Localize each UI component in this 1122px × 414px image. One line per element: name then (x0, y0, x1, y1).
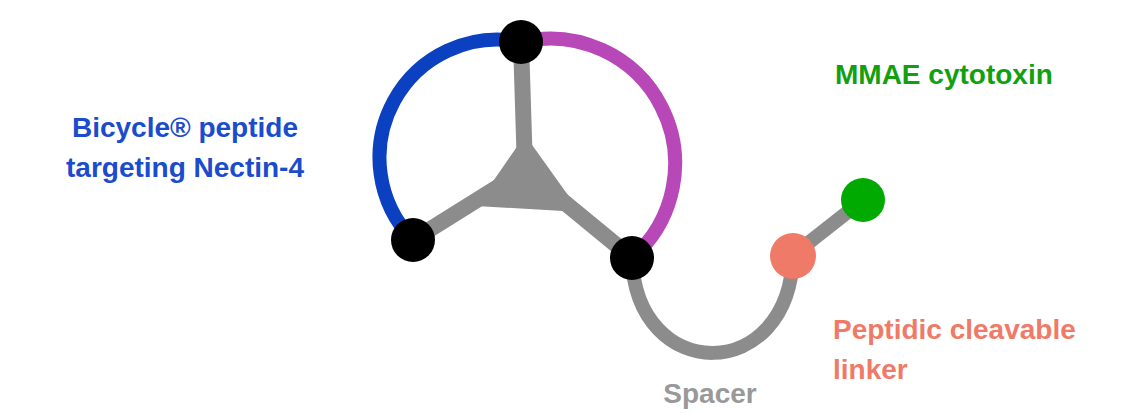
scaffold-core (476, 135, 580, 212)
linker-dot (770, 233, 816, 279)
toxin-dot (841, 178, 885, 222)
component-label: Bicycle® peptide targeting Nectin-4 (35, 108, 335, 188)
component-label: Peptidic cleavable linker (833, 310, 1078, 390)
cysteine-dot (391, 218, 435, 262)
purple-loop (521, 39, 675, 258)
scaffold (413, 42, 632, 258)
cysteine-dot (499, 20, 543, 64)
spacer-line (632, 255, 793, 353)
cysteine-dot (610, 236, 654, 280)
component-label: MMAE cytotoxin (835, 55, 1115, 95)
component-label: Spacer (600, 374, 820, 414)
